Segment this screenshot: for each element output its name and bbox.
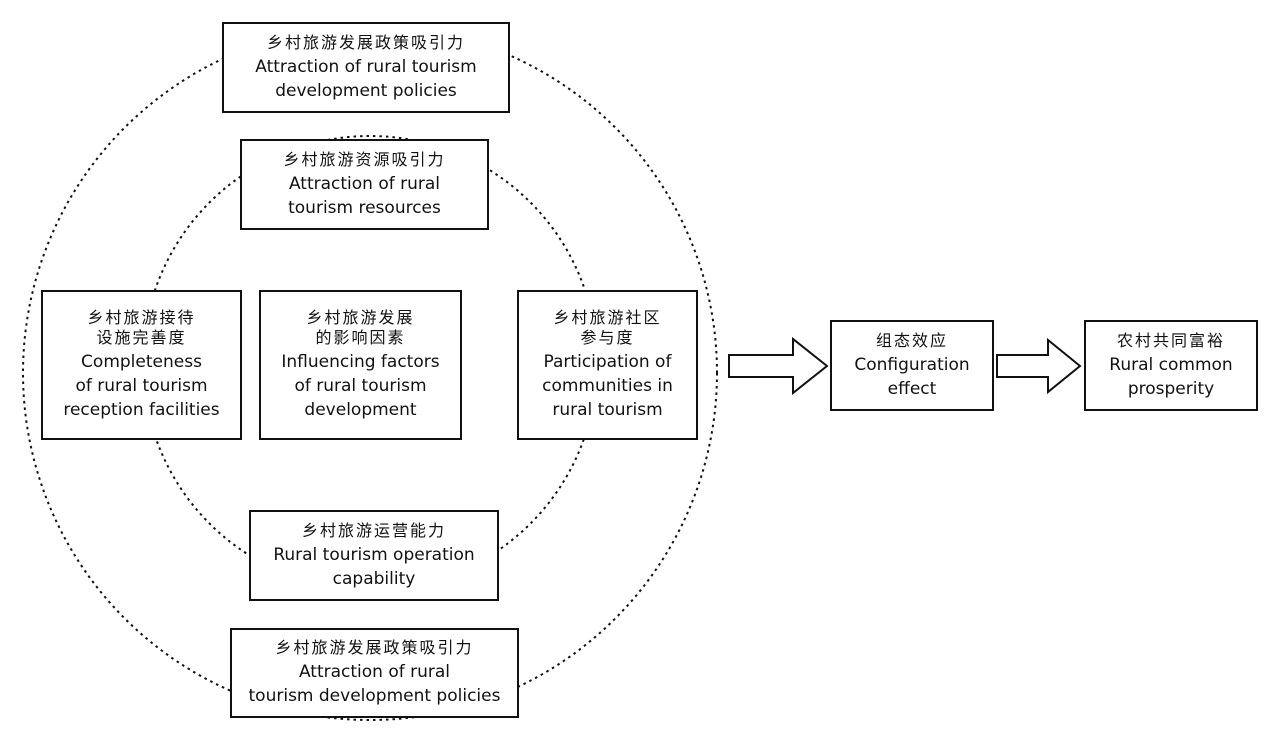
- factors-zh-line1: 乡村旅游发展: [306, 308, 415, 327]
- bottom-policy-en-line1: Attraction of rural: [298, 662, 451, 682]
- top-policy-zh: 乡村旅游发展政策吸引力: [266, 32, 465, 52]
- factors-box: 乡村旅游发展 的影响因素 Influencing factors of rura…: [259, 290, 462, 440]
- bottom-policy-box: 乡村旅游发展政策吸引力 Attraction of rural tourism …: [230, 628, 519, 718]
- community-en-line3: rural tourism: [552, 400, 663, 420]
- outer-dotted-circle: [22, 25, 718, 721]
- operation-en-line1: Rural tourism operation: [273, 544, 475, 565]
- factors-en-line1: Influencing factors: [281, 352, 440, 372]
- facilities-en-line1: Completeness: [81, 352, 202, 372]
- configuration-zh: 组态效应: [875, 330, 948, 350]
- facilities-box: 乡村旅游接待 设施完善度 Completeness of rural touri…: [41, 290, 242, 440]
- operation-en-line2: capability: [332, 568, 416, 589]
- configuration-en-line1: Configuration: [854, 354, 970, 375]
- prosperity-box: 农村共同富裕 Rural common prosperity: [1084, 320, 1258, 411]
- facilities-en-line2: of rural tourism: [75, 376, 208, 396]
- prosperity-zh: 农村共同富裕: [1116, 330, 1225, 350]
- prosperity-en-line1: Rural common: [1109, 354, 1233, 375]
- factors-en-line3: development: [304, 400, 417, 420]
- community-box: 乡村旅游社区 参与度 Participation of communities …: [517, 290, 698, 440]
- community-en-line1: Participation of: [543, 352, 672, 372]
- resources-zh: 乡村旅游资源吸引力: [283, 149, 446, 169]
- configuration-en-line2: effect: [887, 378, 937, 399]
- top-policy-box: 乡村旅游发展政策吸引力 Attraction of rural tourism …: [222, 22, 510, 113]
- community-en-line2: communities in: [542, 376, 673, 396]
- bottom-policy-zh: 乡村旅游发展政策吸引力: [275, 638, 474, 657]
- top-policy-en-line2: development policies: [275, 80, 457, 101]
- community-zh-line2: 参与度: [580, 328, 635, 347]
- resources-en-line1: Attraction of rural: [288, 173, 441, 194]
- facilities-zh-line2: 设施完善度: [96, 328, 187, 347]
- prosperity-en-line2: prosperity: [1127, 378, 1215, 399]
- resources-box: 乡村旅游资源吸引力 Attraction of rural tourism re…: [240, 139, 489, 230]
- arrow-to-configuration: [728, 336, 829, 396]
- factors-zh-line2: 的影响因素: [315, 328, 406, 347]
- community-zh-line1: 乡村旅游社区: [553, 308, 662, 327]
- configuration-box: 组态效应 Configuration effect: [830, 320, 994, 411]
- top-policy-en-line1: Attraction of rural tourism: [255, 56, 477, 77]
- bottom-policy-en-line2: tourism development policies: [248, 686, 501, 706]
- facilities-zh-line1: 乡村旅游接待: [87, 308, 196, 327]
- operation-box: 乡村旅游运营能力 Rural tourism operation capabil…: [249, 510, 499, 601]
- arrow-to-prosperity: [996, 337, 1082, 395]
- operation-zh: 乡村旅游运营能力: [301, 520, 446, 540]
- resources-en-line2: tourism resources: [288, 197, 441, 218]
- factors-en-line2: of rural tourism: [294, 376, 427, 396]
- facilities-en-line3: reception facilities: [63, 400, 220, 420]
